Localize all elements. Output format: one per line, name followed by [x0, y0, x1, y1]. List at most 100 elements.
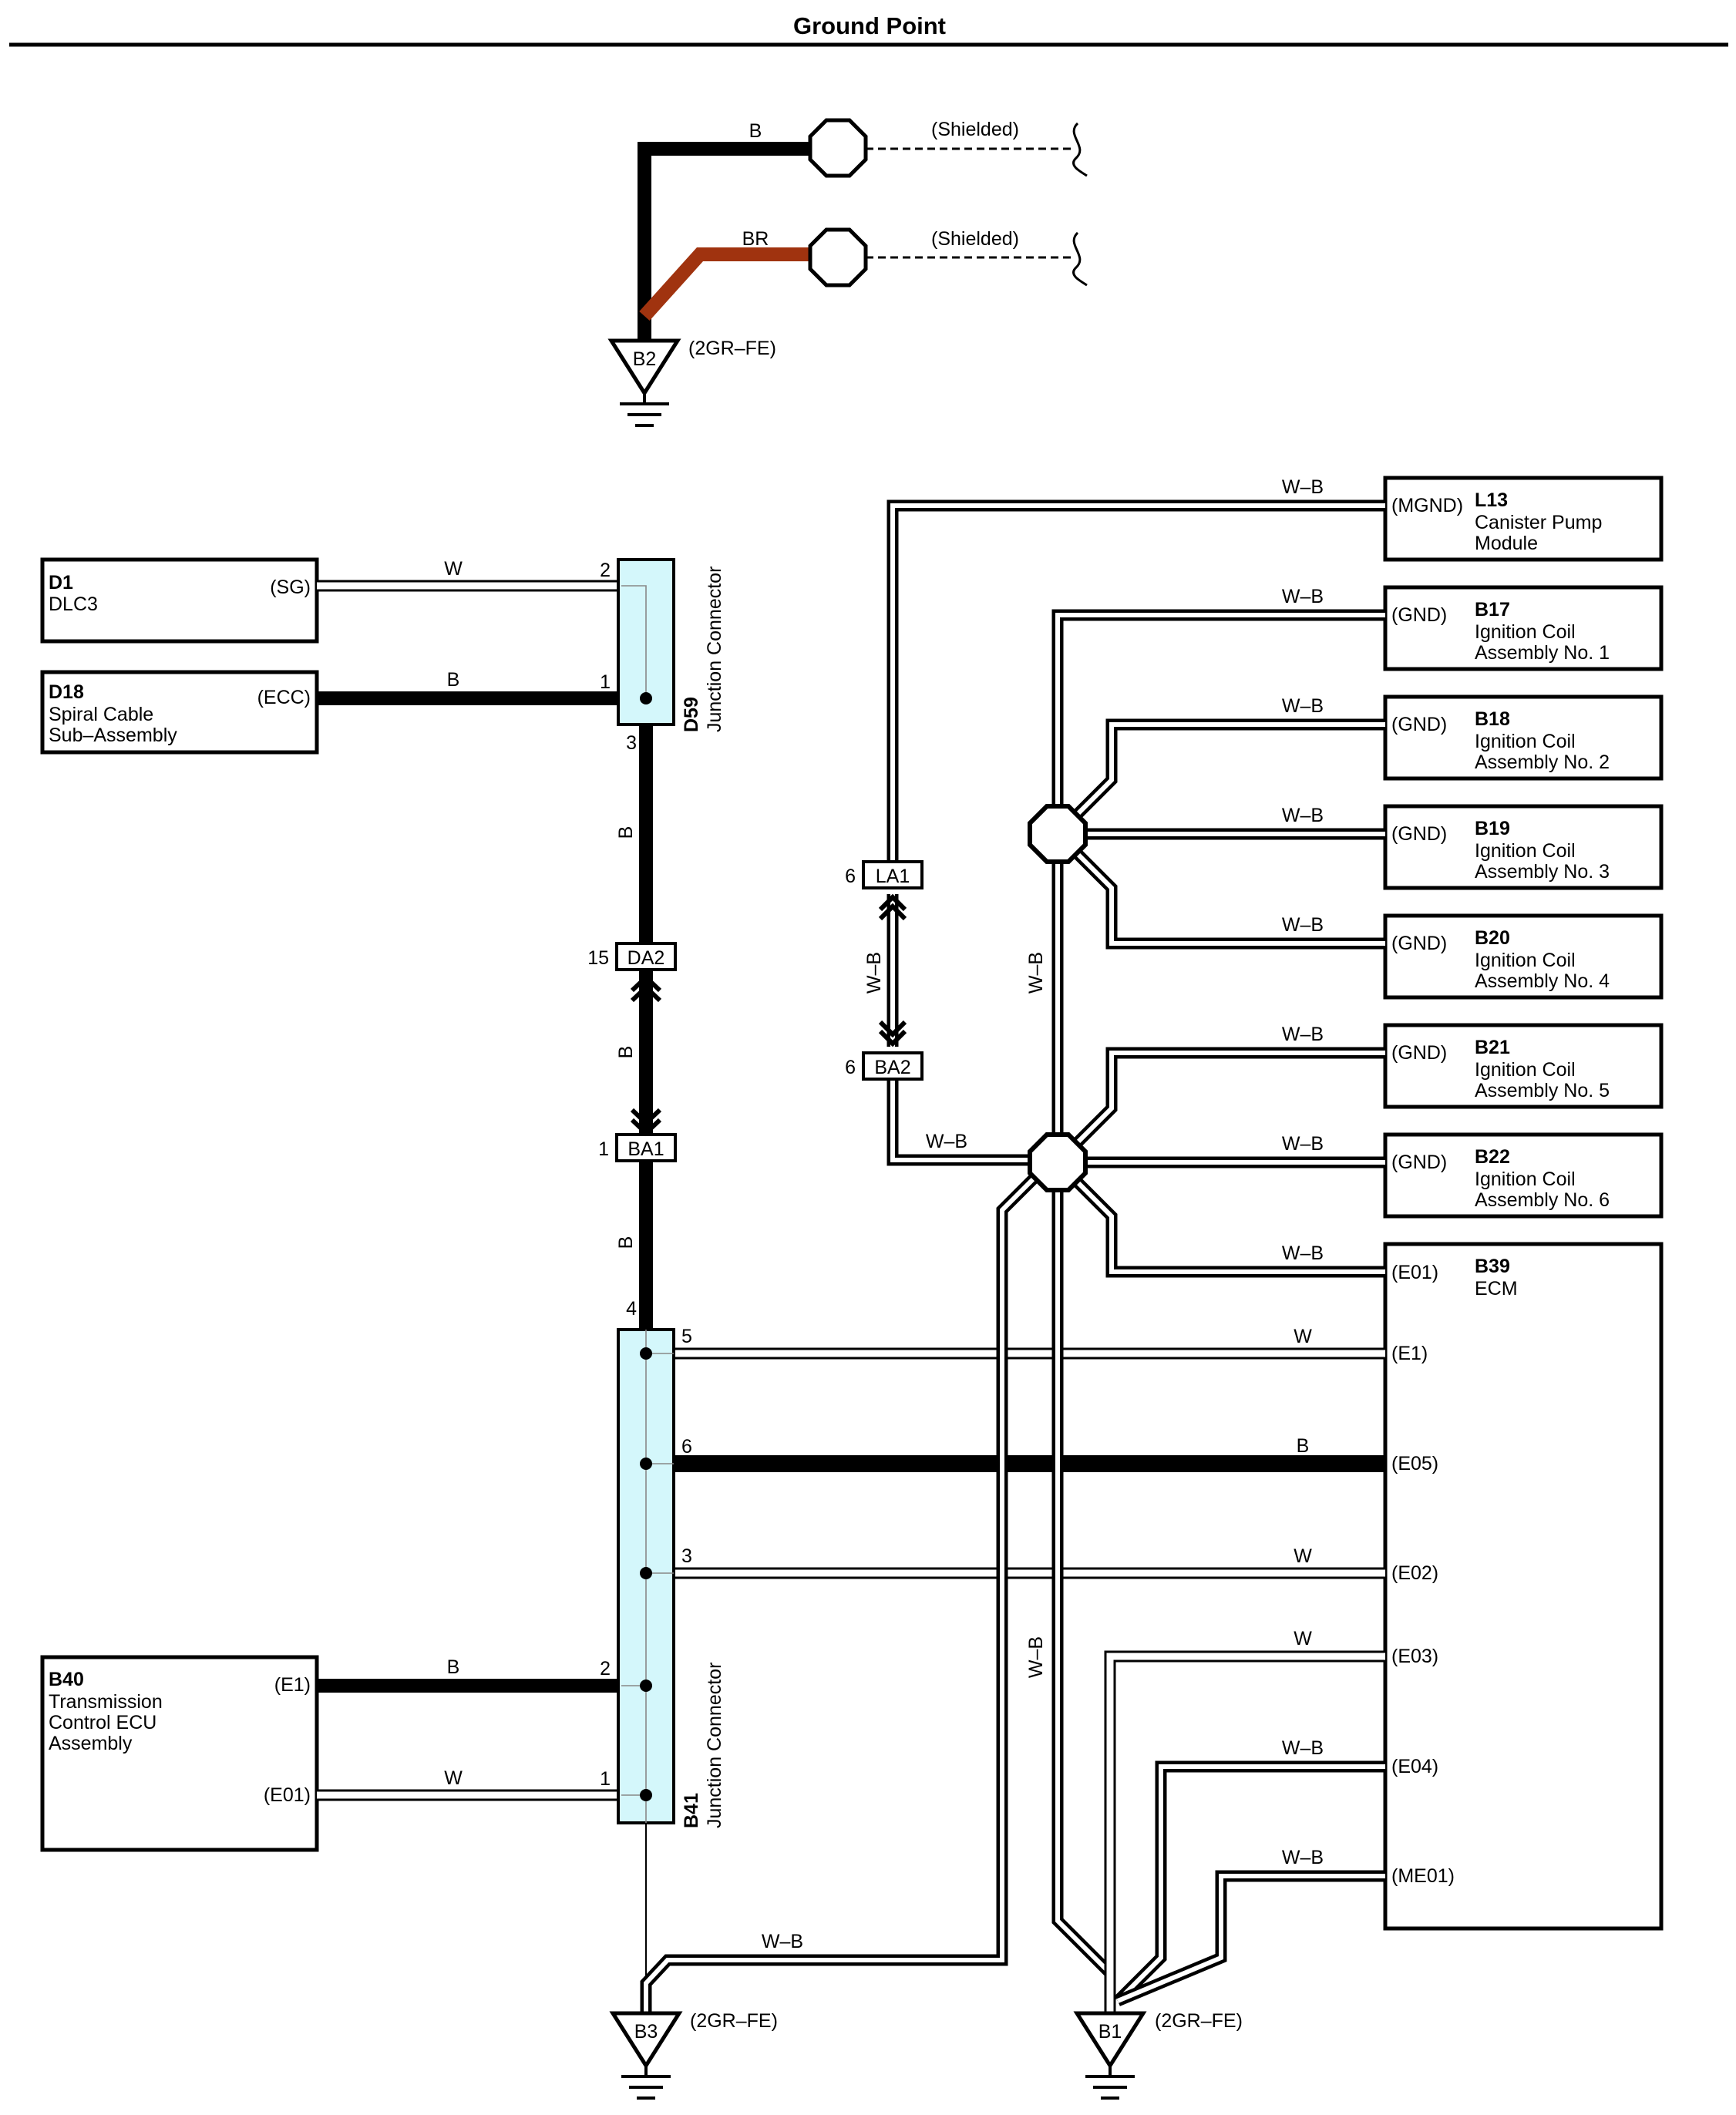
component-b18-name-1: Ignition Coil — [1475, 731, 1576, 752]
connector-ba1 — [615, 1133, 677, 1162]
wire-b21-gnd — [1067, 1047, 1385, 1153]
wire-label-trunk-wb-1: W–B — [1025, 952, 1047, 994]
component-b39-pin-e01: (E01) — [1391, 1262, 1438, 1283]
ground-b3: B3 (2GR–FE) — [609, 2010, 778, 2100]
junction-b41-pin-1: 1 — [600, 1768, 611, 1790]
ground-b1-symbol — [1073, 2011, 1147, 2070]
wire-label-b20: W–B — [1282, 914, 1324, 936]
connector-ba1-code: BA1 — [627, 1138, 664, 1160]
wire-label-e05: B — [1297, 1435, 1310, 1457]
component-b39-pin-e02: (E02) — [1391, 1562, 1438, 1584]
component-d18-name-1: Spiral Cable — [49, 704, 153, 725]
ground-b2-engine: (2GR–FE) — [688, 338, 776, 359]
shield-splice-2 — [808, 227, 868, 287]
component-d1-box — [40, 557, 319, 644]
junction-b41-node-2 — [640, 1680, 652, 1692]
connector-ba1-pin: 1 — [598, 1138, 609, 1160]
wire-label-b3-wb: W–B — [762, 1931, 803, 1952]
component-b19-box — [1383, 804, 1664, 890]
shield-splice-1 — [808, 118, 868, 178]
component-b19-code: B19 — [1475, 818, 1510, 839]
wire-label-d1: W — [444, 558, 463, 580]
top-shield-section: B BR (Shielded) (Shielded) B2 (2GR–FE) — [607, 118, 1088, 427]
wire-label-e1: W — [1294, 1326, 1312, 1347]
component-b20-box — [1383, 913, 1664, 1000]
wire-ecm-me01 — [1115, 1870, 1385, 2006]
component-b22: (GND) B22 Ignition Coil Assembly No. 6 — [1383, 1132, 1664, 1219]
wire-b-top — [638, 142, 813, 339]
connector-la1-ba2-arrow-icon — [878, 893, 907, 1047]
wire-b18-gnd — [1067, 718, 1385, 825]
component-d18: D18 Spiral Cable Sub–Assembly (ECC) — [40, 670, 319, 755]
ground-b3-symbol — [609, 2011, 683, 2070]
junction-d59-name: Junction Connector — [704, 567, 725, 732]
shield-end-1 — [1072, 122, 1088, 177]
component-l13-name-2: Module — [1475, 533, 1538, 554]
connector-la1 — [862, 860, 924, 889]
wire-label-b18: W–B — [1282, 695, 1324, 717]
wire-ecm-e01 — [1067, 1172, 1385, 1278]
component-b18: (GND) B18 Ignition Coil Assembly No. 2 — [1383, 694, 1664, 781]
component-b19-pin: (GND) — [1391, 823, 1447, 845]
wire-label-trunk-wb-2: W–B — [1025, 1636, 1047, 1678]
ground-b2-label: B2 — [633, 348, 657, 370]
wire-label-b19: W–B — [1282, 805, 1324, 826]
component-b21-box — [1383, 1023, 1664, 1109]
component-d18-box — [40, 670, 319, 755]
wire-label-d18: B — [447, 669, 460, 691]
component-d1-pin: (SG) — [270, 577, 311, 598]
component-l13-code: L13 — [1475, 489, 1508, 511]
shielded-label-2: (Shielded) — [931, 228, 1019, 250]
wire-label-b21: W–B — [1282, 1024, 1324, 1045]
component-b39-code: B39 — [1475, 1256, 1510, 1277]
junction-b41-pin-6: 6 — [681, 1436, 692, 1458]
component-b20-code: B20 — [1475, 927, 1510, 949]
ground-b3-engine: (2GR–FE) — [690, 2010, 778, 2032]
component-b18-code: B18 — [1475, 708, 1510, 730]
wire-label-e04: W–B — [1282, 1737, 1324, 1759]
component-b40-name-1: Transmission — [49, 1691, 163, 1713]
ground-b3-label: B3 — [634, 2021, 658, 2043]
component-b22-box — [1383, 1132, 1664, 1219]
component-b22-name-2: Assembly No. 6 — [1475, 1189, 1610, 1211]
ground-b3-earth-icon — [621, 2066, 671, 2100]
connector-da2-pin: 15 — [587, 947, 609, 969]
wire-label-b40-e1: B — [447, 1656, 460, 1678]
ground-b1-label: B1 — [1098, 2021, 1122, 2043]
wire-label-e03: W — [1294, 1628, 1312, 1649]
component-b39-pin-e03: (E03) — [1391, 1646, 1438, 1667]
wire-label-b17: W–B — [1282, 586, 1324, 607]
wire-label-e02: W — [1294, 1545, 1312, 1567]
wire-label-trunk-2: B — [615, 1046, 637, 1059]
connector-la1-code: LA1 — [876, 866, 910, 887]
wire-label-e01: W–B — [1282, 1242, 1324, 1264]
component-b17-box — [1383, 585, 1664, 671]
wire-b20-gnd — [1067, 843, 1385, 950]
ground-b2-symbol — [607, 338, 681, 397]
component-b17-code: B17 — [1475, 599, 1510, 620]
wire-l13-mgnd — [887, 499, 1385, 874]
component-d1-name: DLC3 — [49, 593, 98, 615]
shielded-label-1: (Shielded) — [931, 119, 1019, 140]
component-b20: (GND) B20 Ignition Coil Assembly No. 4 — [1383, 913, 1664, 1000]
wire-ecm-e04 — [1113, 1760, 1385, 2006]
component-b39-box — [1383, 1242, 1664, 1931]
junction-b41-name: Junction Connector — [704, 1663, 725, 1828]
connector-ba2-code: BA2 — [874, 1057, 910, 1078]
wire-wb-splice-to-b3 — [640, 1161, 1051, 2012]
component-l13-box — [1383, 476, 1664, 562]
component-b39-pin-e04: (E04) — [1391, 1756, 1438, 1777]
component-b39-pin-e1: (E1) — [1391, 1343, 1428, 1364]
wire-label-trunk-1: B — [615, 826, 637, 839]
wire-label-b40-e01: W — [444, 1767, 463, 1789]
connector-la1-pin: 6 — [845, 866, 856, 887]
component-d1: D1 DLC3 (SG) — [40, 557, 319, 644]
splice-upper — [1028, 804, 1088, 864]
junction-b41-node-1 — [640, 1789, 652, 1801]
component-b21: (GND) B21 Ignition Coil Assembly No. 5 — [1383, 1023, 1664, 1109]
wire-label-br-top: BR — [742, 228, 769, 250]
ground-b2-earth-icon — [620, 393, 669, 427]
component-b21-code: B21 — [1475, 1037, 1510, 1058]
component-b22-code: B22 — [1475, 1146, 1510, 1168]
component-b39-name: ECM — [1475, 1278, 1518, 1300]
